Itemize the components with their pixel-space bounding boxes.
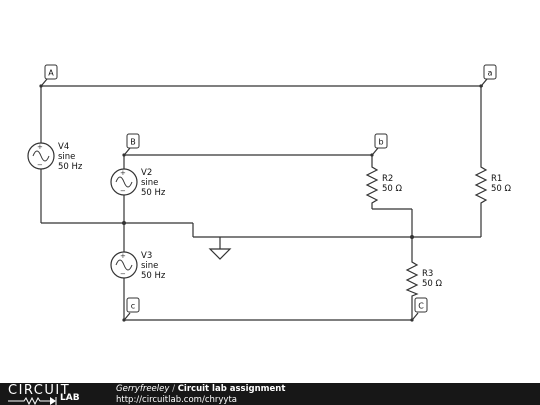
circuit-url[interactable]: http://circuitlab.com/chryyta	[116, 395, 237, 405]
schematic-canvas: A a B b c C + − V4 sine 50 Hz +	[27, 64, 512, 322]
source-freq: 50 Hz	[141, 188, 166, 198]
node-flag-icon	[41, 78, 48, 86]
wires	[40, 85, 483, 321]
resistor-r1[interactable]: R1 50 Ω	[474, 163, 512, 205]
node-flag-box	[414, 297, 428, 313]
node-flag-icon	[372, 147, 379, 155]
title-separator: /	[169, 384, 178, 394]
resistor-icon	[405, 258, 419, 297]
node-flag-c[interactable]: c	[124, 297, 140, 320]
author-link[interactable]: Gerryfreeley	[116, 384, 170, 394]
junction-dot	[122, 318, 126, 322]
source-v3[interactable]: + − V3 sine 50 Hz	[110, 251, 166, 281]
resistor-name: R2	[382, 174, 393, 184]
circuitlab-wave-icon	[8, 396, 57, 405]
sine-wave-icon	[32, 150, 50, 162]
minus-icon: −	[120, 270, 126, 278]
plus-icon: +	[37, 143, 43, 151]
resistor-value: 50 Ω	[382, 184, 403, 194]
resistor-value: 50 Ω	[422, 279, 443, 289]
ground-icon[interactable]	[208, 248, 232, 260]
source-type: sine	[58, 152, 75, 162]
source-v2[interactable]: + − V2 sine 50 Hz	[110, 168, 166, 198]
node-label-C: C	[418, 302, 424, 311]
resistor-value: 50 Ω	[491, 184, 512, 194]
resistor-name: R3	[422, 269, 433, 279]
junction-dot	[122, 221, 126, 225]
resistor-icon	[474, 163, 488, 205]
node-flag-B[interactable]: B	[124, 133, 140, 155]
footer-bar: CIRCUIT LAB Gerryfreeley / Circuit lab a…	[0, 383, 540, 405]
plus-icon: +	[120, 252, 126, 260]
source-freq: 50 Hz	[141, 271, 166, 281]
resistor-name: R1	[491, 174, 502, 184]
junction-dot	[410, 318, 414, 322]
source-name: V4	[58, 142, 69, 152]
node-label-A: A	[48, 69, 54, 78]
node-flag-box	[374, 133, 388, 149]
source-type: sine	[141, 178, 158, 188]
source-type: sine	[141, 261, 158, 271]
node-flag-icon	[124, 312, 131, 320]
node-label-B: B	[130, 138, 136, 147]
node-label-c: c	[131, 302, 135, 311]
plus-icon: +	[120, 169, 126, 177]
circuit-title-line: Gerryfreeley / Circuit lab assignment	[116, 384, 285, 394]
circuitlab-logo[interactable]: CIRCUIT LAB	[8, 383, 90, 405]
node-flag-box	[483, 64, 497, 80]
resistor-r3[interactable]: R3 50 Ω	[405, 258, 443, 297]
junction-dot	[39, 84, 43, 88]
resistor-icon	[365, 163, 379, 205]
sine-wave-icon	[115, 259, 133, 271]
node-flag-a[interactable]: a	[481, 64, 497, 86]
node-flag-icon	[124, 147, 131, 155]
resistor-r2[interactable]: R2 50 Ω	[365, 163, 403, 205]
logo-text-bottom: LAB	[60, 393, 80, 403]
junction-dot	[410, 235, 414, 239]
junction-dot	[122, 153, 126, 157]
node-flag-icon	[481, 78, 488, 86]
source-name: V2	[141, 168, 152, 178]
node-flag-box	[126, 133, 140, 149]
minus-icon: −	[37, 161, 43, 169]
node-flag-C[interactable]: C	[412, 297, 428, 320]
minus-icon: −	[120, 187, 126, 195]
junction-dot	[479, 84, 483, 88]
node-label-a: a	[488, 69, 493, 78]
logo-text-top: CIRCUIT	[8, 383, 71, 398]
junction-dot	[370, 153, 374, 157]
node-flag-A[interactable]: A	[41, 64, 58, 86]
node-flag-box	[126, 297, 140, 313]
node-flag-box	[44, 64, 58, 80]
circuit-title[interactable]: Circuit lab assignment	[177, 384, 286, 394]
sine-wave-icon	[115, 176, 133, 188]
source-v4[interactable]: + − V4 sine 50 Hz	[27, 142, 83, 172]
node-flag-b[interactable]: b	[372, 133, 388, 155]
source-name: V3	[141, 251, 152, 261]
node-label-b: b	[378, 138, 383, 147]
node-flag-icon	[412, 312, 419, 320]
source-freq: 50 Hz	[58, 162, 83, 172]
junctions	[39, 84, 483, 322]
